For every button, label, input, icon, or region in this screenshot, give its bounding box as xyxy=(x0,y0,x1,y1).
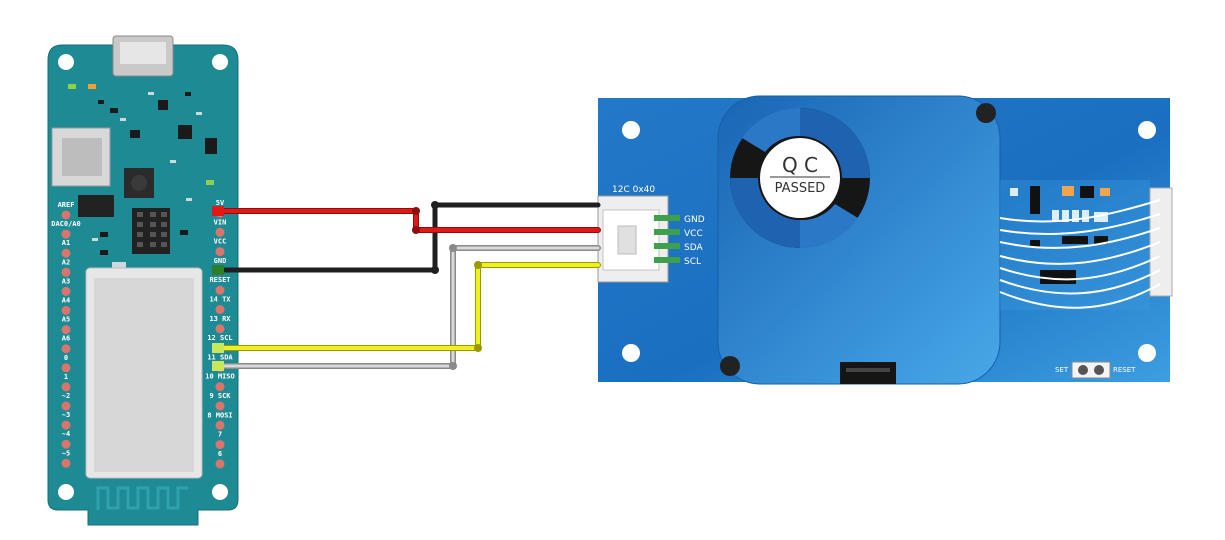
right-pin-pad xyxy=(215,324,225,334)
left-pin-label: DAC0/A0 xyxy=(51,220,81,228)
wire-gnd-black xyxy=(217,202,601,273)
left-pin-pad xyxy=(61,363,71,373)
left-pin-pad xyxy=(61,439,71,449)
left-pin-label: A1 xyxy=(62,239,70,247)
qc-status: PASSED xyxy=(775,181,826,196)
left-pin-label: 0 xyxy=(64,354,68,362)
right-pin-label: 13 RX xyxy=(209,315,231,323)
right-pin-label: GND xyxy=(214,257,227,265)
connector-pin-sda: SDA xyxy=(684,243,703,253)
right-pin-pad xyxy=(215,440,225,450)
right-pin-label: 11 SDA xyxy=(207,353,233,361)
left-pin-pad xyxy=(61,458,71,468)
right-pin-pad xyxy=(215,382,225,392)
right-pin-label: 7 xyxy=(218,431,222,439)
qc-passed-label: Q C PASSED xyxy=(770,153,830,196)
connector-pin-vcc: VCC xyxy=(684,229,703,239)
connector-pin-scl: SCL xyxy=(684,257,701,267)
right-pin-label: 14 TX xyxy=(209,296,231,304)
left-pin-label: ~3 xyxy=(62,411,70,419)
right-pin-pad xyxy=(215,420,225,430)
left-pin-label: A2 xyxy=(62,258,70,266)
left-pin-label: ~2 xyxy=(62,392,70,400)
battery-connector xyxy=(51,127,111,187)
left-pin-pad xyxy=(61,401,71,411)
wire-5v-red xyxy=(217,208,601,233)
right-pin-label: 5V xyxy=(216,199,225,207)
right-pin-label: VIN xyxy=(214,218,227,226)
right-pin-pad xyxy=(215,459,225,469)
left-pin-label: ~5 xyxy=(62,449,70,457)
right-pin-label: RESET xyxy=(209,276,230,284)
left-pin-label: A4 xyxy=(62,297,70,305)
right-pin-label: 9 SCK xyxy=(209,392,231,400)
reset-button xyxy=(124,168,154,198)
left-pin-label: 1 xyxy=(64,373,68,381)
connector-pin-gnd: GND xyxy=(684,215,705,225)
qc-title: Q C xyxy=(782,153,818,177)
right-pin-label: 10 MISO xyxy=(205,373,235,381)
right-pin-pad xyxy=(215,247,225,257)
sensor-board: Q C PASSED 12C 0x40 GND VCC SDA SCL xyxy=(597,95,1173,385)
wire-scl-yellow xyxy=(217,262,601,351)
right-pin-pad xyxy=(215,305,225,314)
right-pin-label: 6 xyxy=(218,450,222,458)
i2c-address-label: 12C 0x40 xyxy=(612,185,655,195)
wifi-module xyxy=(85,267,203,479)
reset-label: RESET xyxy=(1113,366,1136,374)
left-pin-pad xyxy=(61,306,71,315)
right-pin-label: 12 SCL xyxy=(207,334,232,342)
right-pin-pad xyxy=(215,285,225,295)
right-pin-pad xyxy=(215,227,225,237)
right-pin-label: 8 MOSI xyxy=(207,411,232,419)
left-pin-label: ~4 xyxy=(62,430,70,438)
right-pin-header: 5V VIN VCC GND RESET 14 TX 13 RX 12 SCL 11 SDA 10… xyxy=(205,199,235,469)
antenna xyxy=(92,480,194,520)
left-pin-pad xyxy=(61,267,71,277)
grove-connector xyxy=(597,195,680,283)
left-pin-pad xyxy=(61,248,71,258)
left-pin-label: A3 xyxy=(62,277,70,285)
left-pin-label: A5 xyxy=(62,316,70,324)
fan-icon xyxy=(730,107,870,249)
left-pin-pad xyxy=(61,382,71,392)
left-pin-pad xyxy=(61,325,71,335)
left-pin-label: AREF xyxy=(58,201,75,209)
left-pin-label: A6 xyxy=(62,335,70,343)
left-pin-pad xyxy=(61,420,71,430)
wires xyxy=(212,201,601,371)
usb-connector xyxy=(112,35,174,77)
left-pin-pad xyxy=(61,210,71,220)
left-pin-pad xyxy=(61,286,71,296)
right-pin-pad xyxy=(215,401,225,411)
left-pin-pad xyxy=(61,344,71,354)
left-pin-pad xyxy=(61,229,71,239)
sensor-flex-cable xyxy=(999,180,1173,310)
right-pin-label: VCC xyxy=(214,238,227,246)
set-label: SET xyxy=(1055,366,1069,374)
